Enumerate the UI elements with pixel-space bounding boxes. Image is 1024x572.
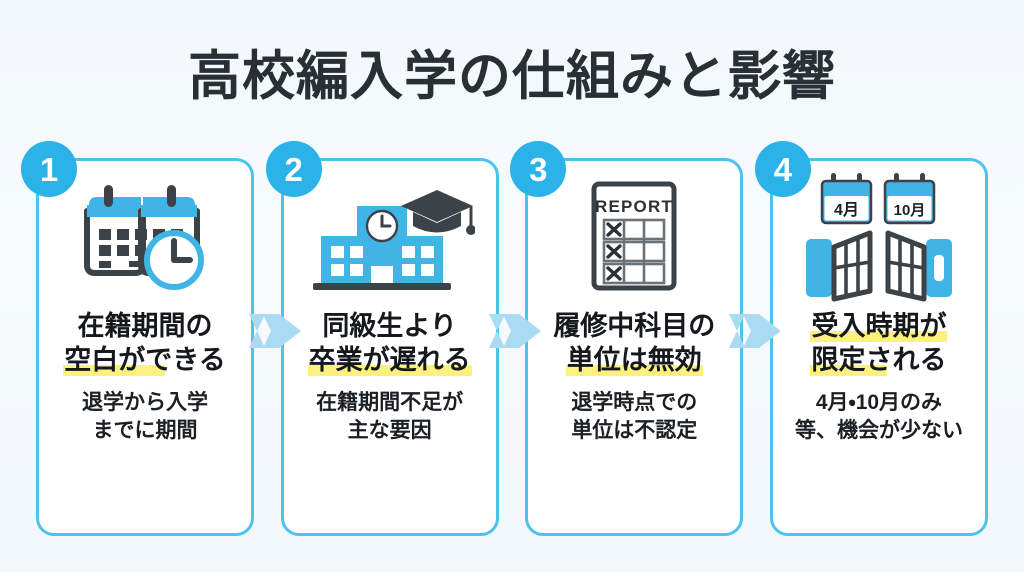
cards-row: 1 [0,141,1024,543]
arrow-right-icon-3 [729,300,783,362]
card-1-headline-line-2: 空白ができる [63,345,226,377]
card-4-headline-line-1: 受入時期が [810,311,948,343]
card-4-subtitle: 4月・10月のみ 等、機会が少ない [794,391,963,442]
card-4-headline: 受入時期が 限定される [773,309,985,377]
page-title: 高校編入学の仕組みと影響 [188,47,836,106]
svg-text:10月: 10月 [894,202,926,219]
card-3-headline: 履修中科目の 単位は無効 [528,309,740,377]
calendar-clock-icon [39,167,251,307]
arrow-right-icon-1 [249,300,303,362]
step-number-badge-1: 1 [21,141,77,197]
card-2-headline-line-2: 卒業が遅れる [307,345,472,377]
step-number-badge-4: 4 [754,141,811,197]
report-card-x-icon: REPORT [528,167,740,307]
step-number-badge-3: 3 [510,141,567,197]
card-4-headline-line-2: 限定される [810,345,947,377]
svg-text:4月: 4月 [834,201,859,219]
card-step-1[interactable]: 1 [21,141,254,536]
card-3-subtitle: 退学時点での 単位は不認定 [571,391,698,442]
svg-text:REPORT: REPORT [595,197,673,216]
card-3-headline-line-1: 履修中科目の [553,311,716,341]
card-2-headline: 同級生より 卒業が遅れる [284,309,496,377]
step-number-badge-2: 2 [265,141,322,197]
card-step-2[interactable]: 2 [265,141,499,536]
card-3-headline-line-2: 単位は無効 [565,345,703,377]
card-step-4[interactable]: 4 4月 10月 [754,141,988,536]
card-step-3[interactable]: 3 REPORT [510,141,744,536]
card-1-headline: 在籍期間の 空白ができる [39,309,251,377]
school-graduation-cap-icon [284,167,496,307]
gate-calendars-icon: 4月 10月 [773,167,985,307]
card-2-headline-line-1: 同級生より [322,311,457,341]
card-2-subtitle: 在籍期間不足が 主な要因 [316,391,464,442]
arrow-right-icon-2 [489,300,543,362]
card-1-subtitle: 退学から入学 までに期間 [82,391,208,442]
card-1-headline-line-1: 在籍期間の [77,311,213,341]
